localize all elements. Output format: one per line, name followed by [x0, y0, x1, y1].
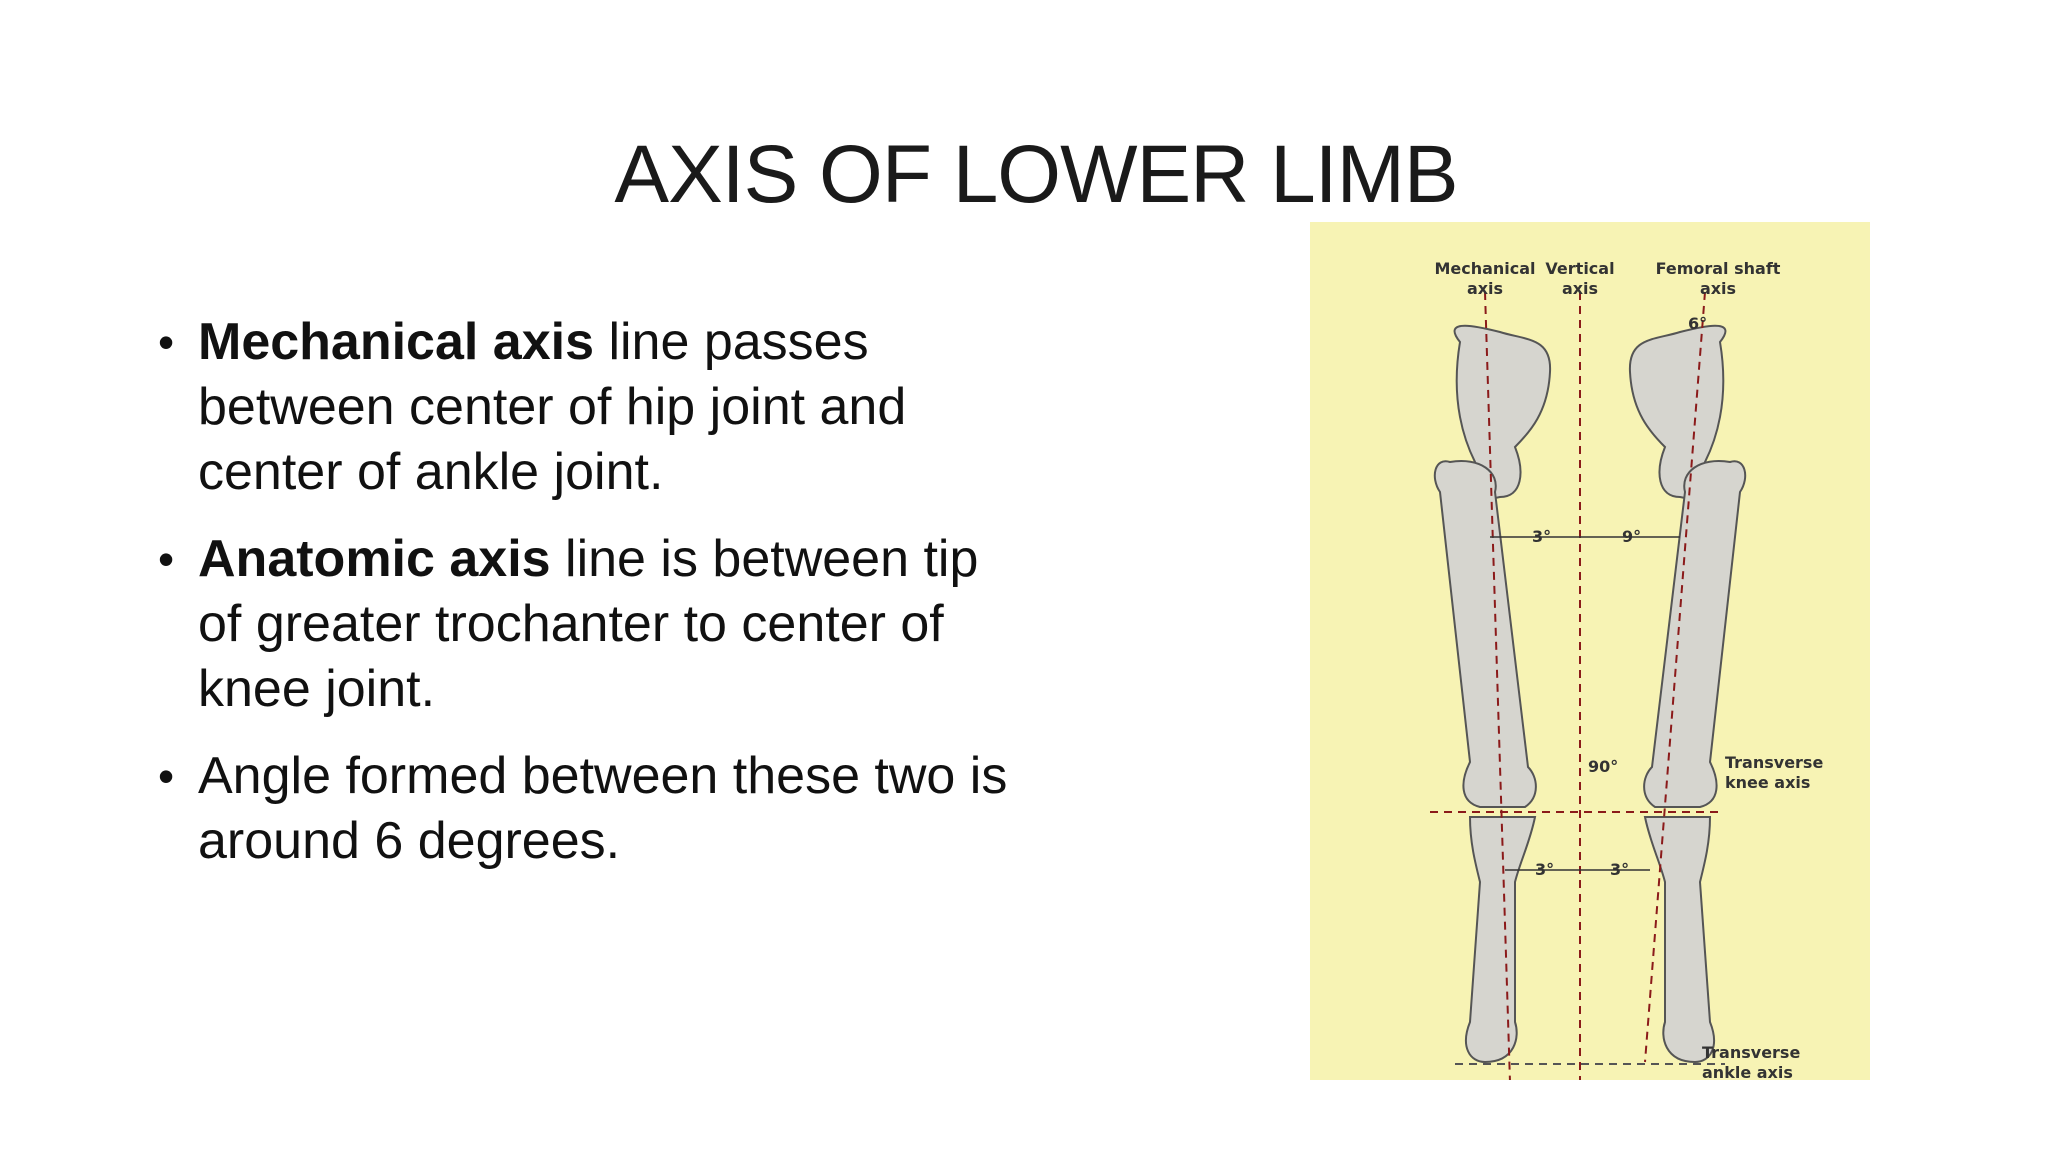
label-femoral-shaft: Femoral shaft [1656, 259, 1781, 278]
femur-left-illustration [1433, 460, 1537, 808]
slide-title: AXIS OF LOWER LIMB [614, 129, 1458, 220]
bullet-item: • Anatomic axis line is between tip of g… [152, 527, 1012, 722]
bullet-list: • Mechanical axis line passes between ce… [152, 310, 1012, 896]
label-mechanical-axis: axis [1467, 279, 1503, 298]
pelvis-right-illustration [1628, 324, 1727, 499]
label-angle-3-left: 3° [1535, 860, 1554, 879]
bullet-dot-icon: • [158, 750, 175, 802]
femur-right-illustration [1643, 460, 1747, 808]
label-transverse-knee-axis: knee axis [1725, 773, 1810, 792]
label-transverse-ankle: Transverse [1702, 1043, 1800, 1062]
label-angle-6: 6° [1688, 314, 1707, 333]
lower-limb-axis-diagram: Mechanical axis Vertical axis Femoral sh… [1310, 222, 1870, 1080]
pelvis-left-illustration [1453, 324, 1552, 499]
label-vertical: Vertical [1545, 259, 1614, 278]
bullet-text: line passes between center of hip joint … [198, 313, 907, 501]
bullet-term: Mechanical axis [198, 313, 594, 371]
bullet-item: • Angle formed between these two is arou… [152, 744, 1012, 874]
label-transverse-knee: Transverse [1725, 753, 1823, 772]
label-angle-9: 9° [1622, 527, 1641, 546]
bullet-dot-icon: • [158, 316, 175, 368]
label-angle-90: 90° [1588, 757, 1618, 776]
label-femoral-shaft-axis: axis [1700, 279, 1736, 298]
label-angle-3-top: 3° [1532, 527, 1551, 546]
tibia-left-illustration [1465, 816, 1537, 1064]
bullet-text: line is between tip of greater trochante… [198, 530, 979, 718]
label-mechanical: Mechanical [1434, 259, 1535, 278]
label-transverse-ankle-axis: ankle axis [1702, 1063, 1793, 1080]
bullet-item: • Mechanical axis line passes between ce… [152, 310, 1012, 505]
tibia-right-illustration [1643, 816, 1715, 1064]
femoral-shaft-axis-line [1644, 291, 1706, 1063]
label-vertical-axis: axis [1562, 279, 1598, 298]
label-angle-3-right: 3° [1610, 860, 1629, 879]
bullet-dot-icon: • [158, 533, 175, 585]
bullet-term: Anatomic axis [198, 530, 551, 588]
mechanical-axis-line [1484, 291, 1511, 1080]
bullet-text: Angle formed between these two is around… [198, 747, 1008, 870]
lower-limb-axis-svg: Mechanical axis Vertical axis Femoral sh… [1430, 259, 1823, 1080]
